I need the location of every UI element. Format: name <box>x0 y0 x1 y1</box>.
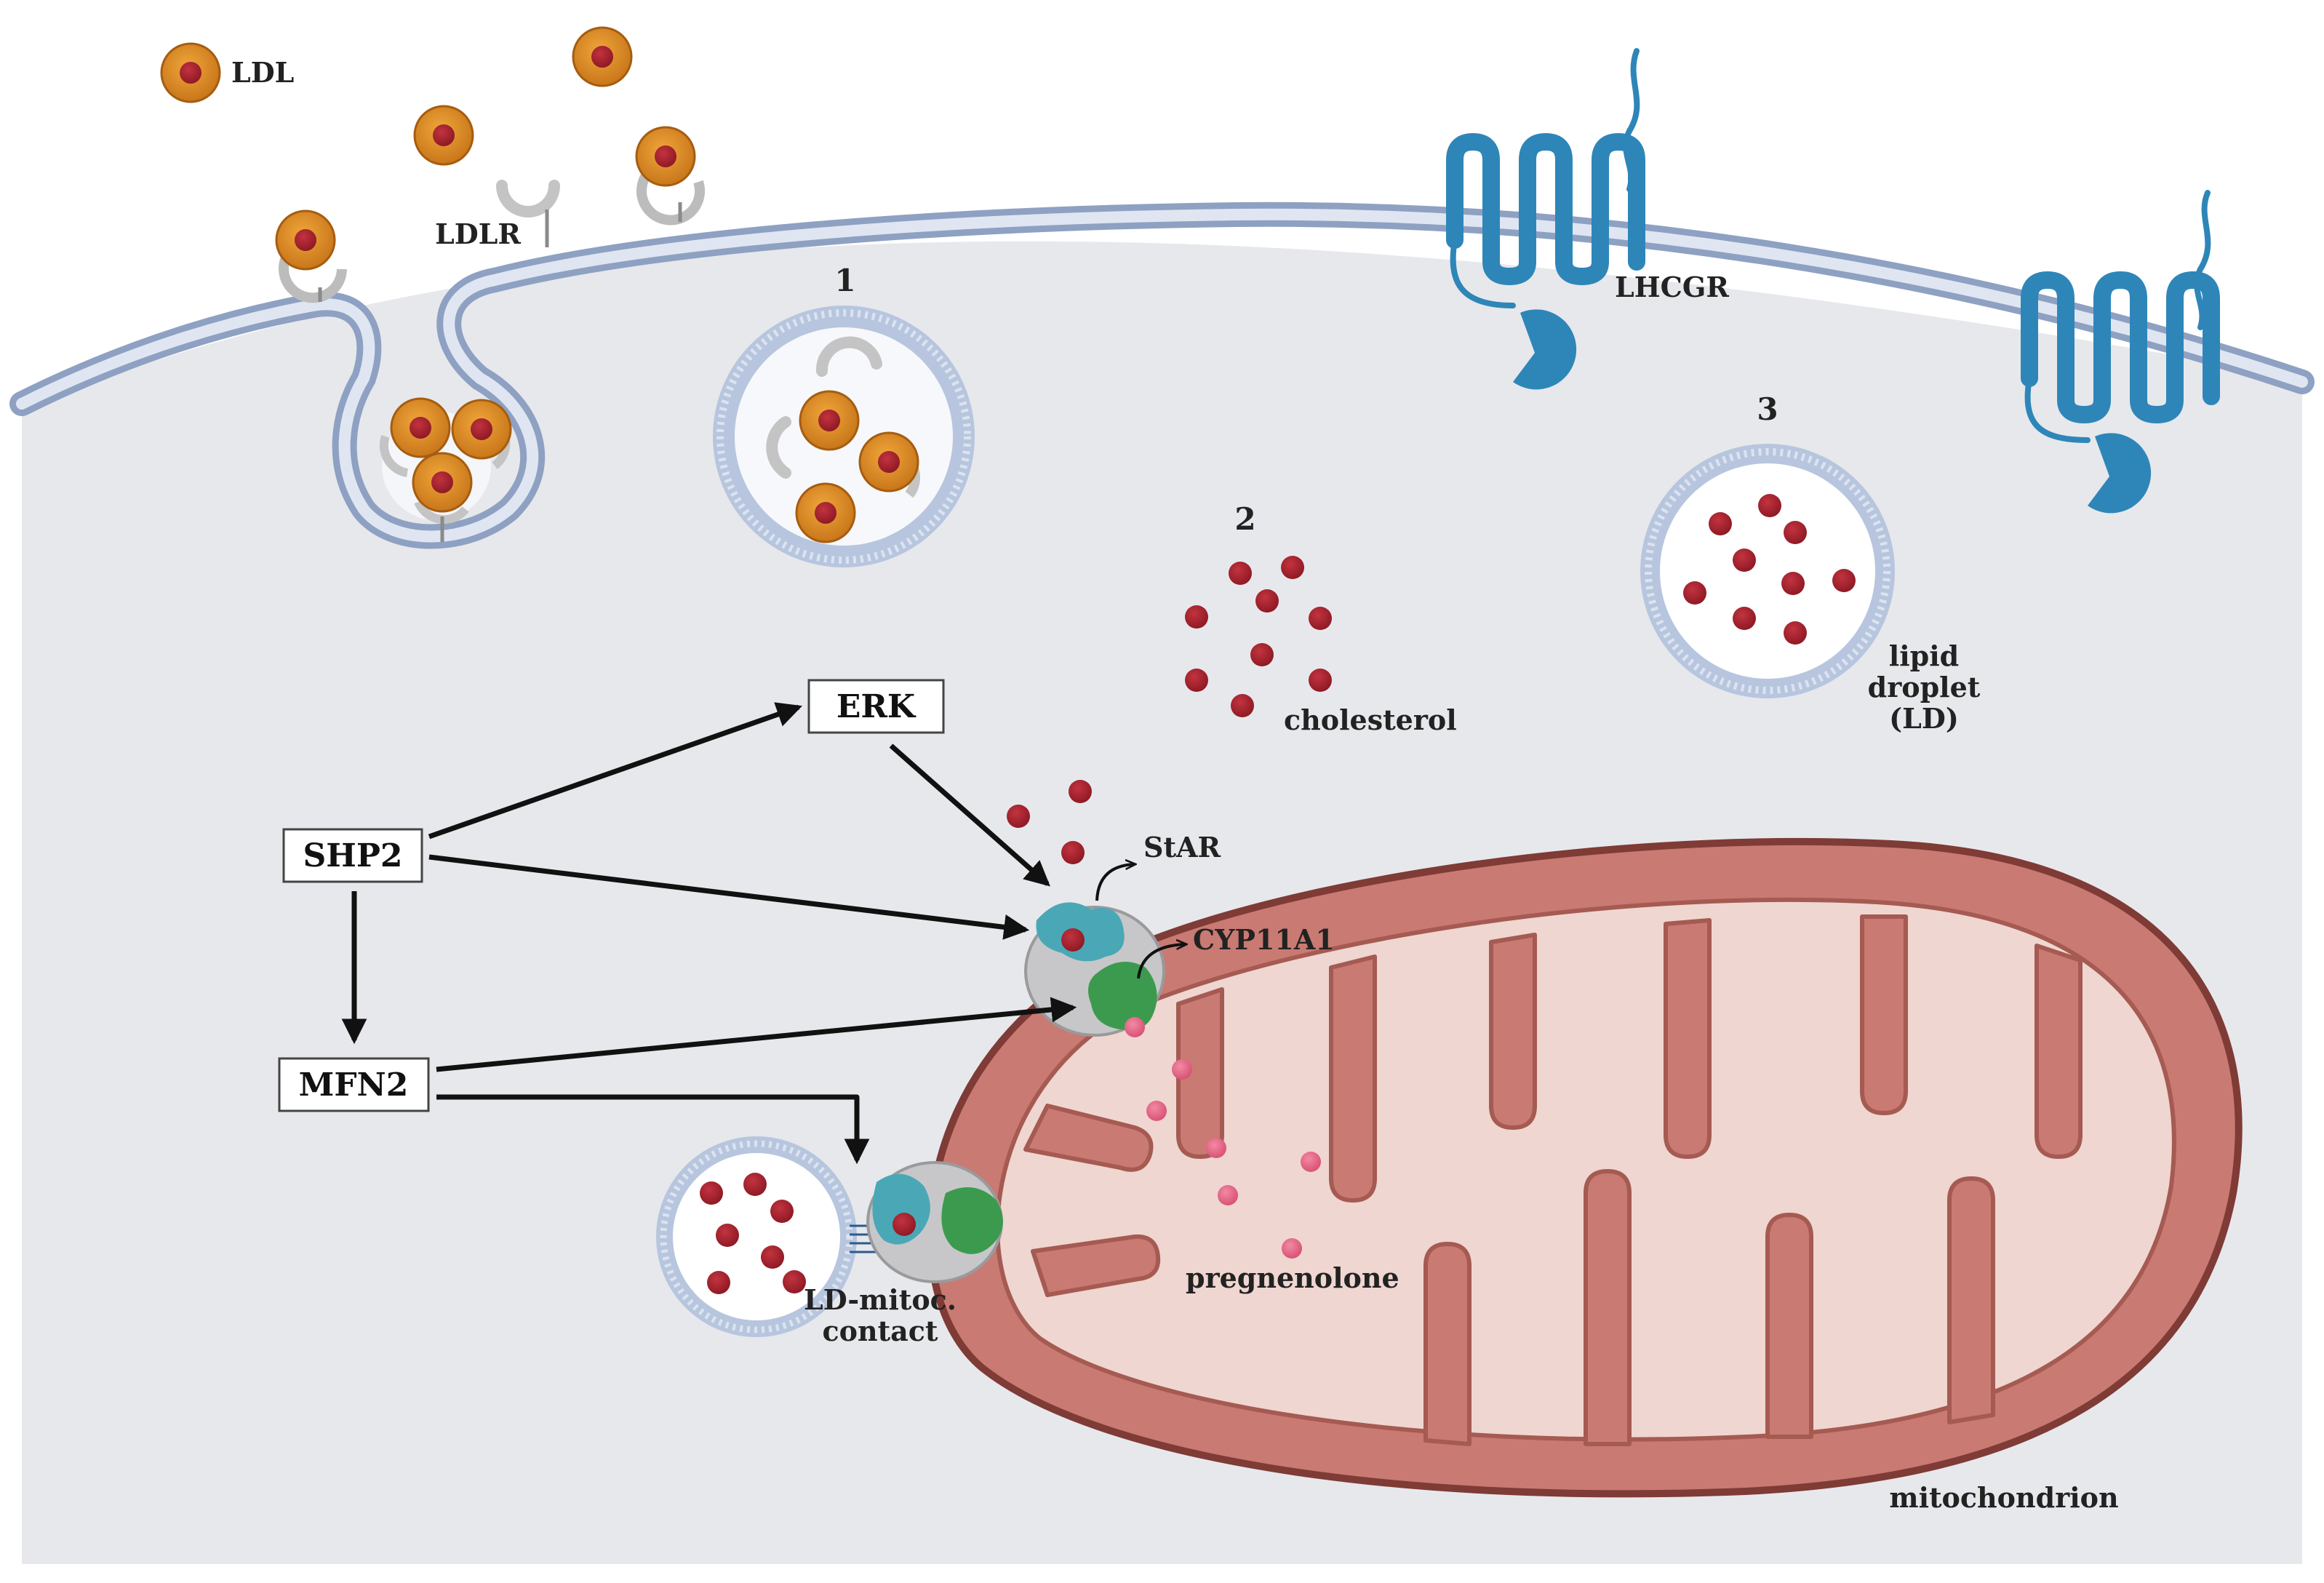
star-pointer <box>1095 864 1135 901</box>
ld-contact-label-line2: contact <box>823 1315 938 1347</box>
cholesterol-near-star <box>1007 780 1092 864</box>
ld-mitochondria-contact <box>656 1136 1003 1337</box>
mitochondrion <box>926 837 2243 1498</box>
cholesterol-cluster <box>1185 556 1332 717</box>
mfn2-label: MFN2 <box>299 1066 409 1104</box>
pit-ldl-cluster <box>379 397 512 542</box>
step-3-label: 3 <box>1757 391 1778 427</box>
arrow-shp2-to-erk <box>428 702 802 840</box>
step-1-label: 1 <box>834 263 855 298</box>
arrow-erk-to-star <box>889 743 1050 887</box>
mitochondrion-label: mitochondrion <box>1889 1481 2118 1514</box>
shp2-label: SHP2 <box>303 837 402 874</box>
lhcgr-receptor <box>2021 190 2220 514</box>
cholesterol-label: cholesterol <box>1284 703 1457 736</box>
erk-box: ERK <box>807 679 945 734</box>
lipid-droplet-label-line2: droplet <box>1868 671 1981 703</box>
lhcgr-receptor <box>1446 48 1645 390</box>
pregnenolone-molecules <box>1125 1017 1321 1259</box>
star-cyp11a1-complex <box>1024 902 1165 1037</box>
ldl-label: LDL <box>231 56 294 89</box>
ldl-particle <box>160 42 221 103</box>
step-2-label: 2 <box>1234 501 1255 537</box>
signaling-arrows <box>341 702 1077 1165</box>
arrow-mfn2-to-cyp11a1 <box>436 997 1077 1072</box>
star-label: StAR <box>1143 831 1221 864</box>
ld-contact-label-line1: LD-mitoc. <box>804 1283 957 1316</box>
ldl-particle <box>413 105 474 166</box>
cyp11a1-pointer <box>1137 944 1186 979</box>
ldl-receptor-complex <box>275 210 347 303</box>
cholesterol-molecule <box>1061 928 1085 952</box>
arrow-shp2-to-star <box>428 854 1030 940</box>
lipid-droplet-label-line3: (LD) <box>1889 702 1959 735</box>
shp2-box: SHP2 <box>282 828 423 883</box>
cyp11a1-protein <box>1088 962 1157 1030</box>
pregnenolone-label: pregnenolone <box>1186 1261 1399 1294</box>
ldlr-receptor <box>496 180 560 247</box>
lipid-droplet <box>1640 444 1895 698</box>
ldlr-label: LDLR <box>435 218 521 250</box>
lhcgr-label: LHCGR <box>1615 271 1729 303</box>
cyp11a1-label: CYP11A1 <box>1193 923 1335 956</box>
lipid-droplet-label-line1: lipid <box>1889 639 1959 672</box>
ldl-receptor-complex <box>635 126 705 226</box>
erk-label: ERK <box>836 688 917 725</box>
mfn2-box: MFN2 <box>278 1057 430 1112</box>
ldl-particle <box>572 26 633 87</box>
endosome <box>713 306 975 567</box>
arrow-mfn2-to-ld-contact <box>436 1094 870 1165</box>
